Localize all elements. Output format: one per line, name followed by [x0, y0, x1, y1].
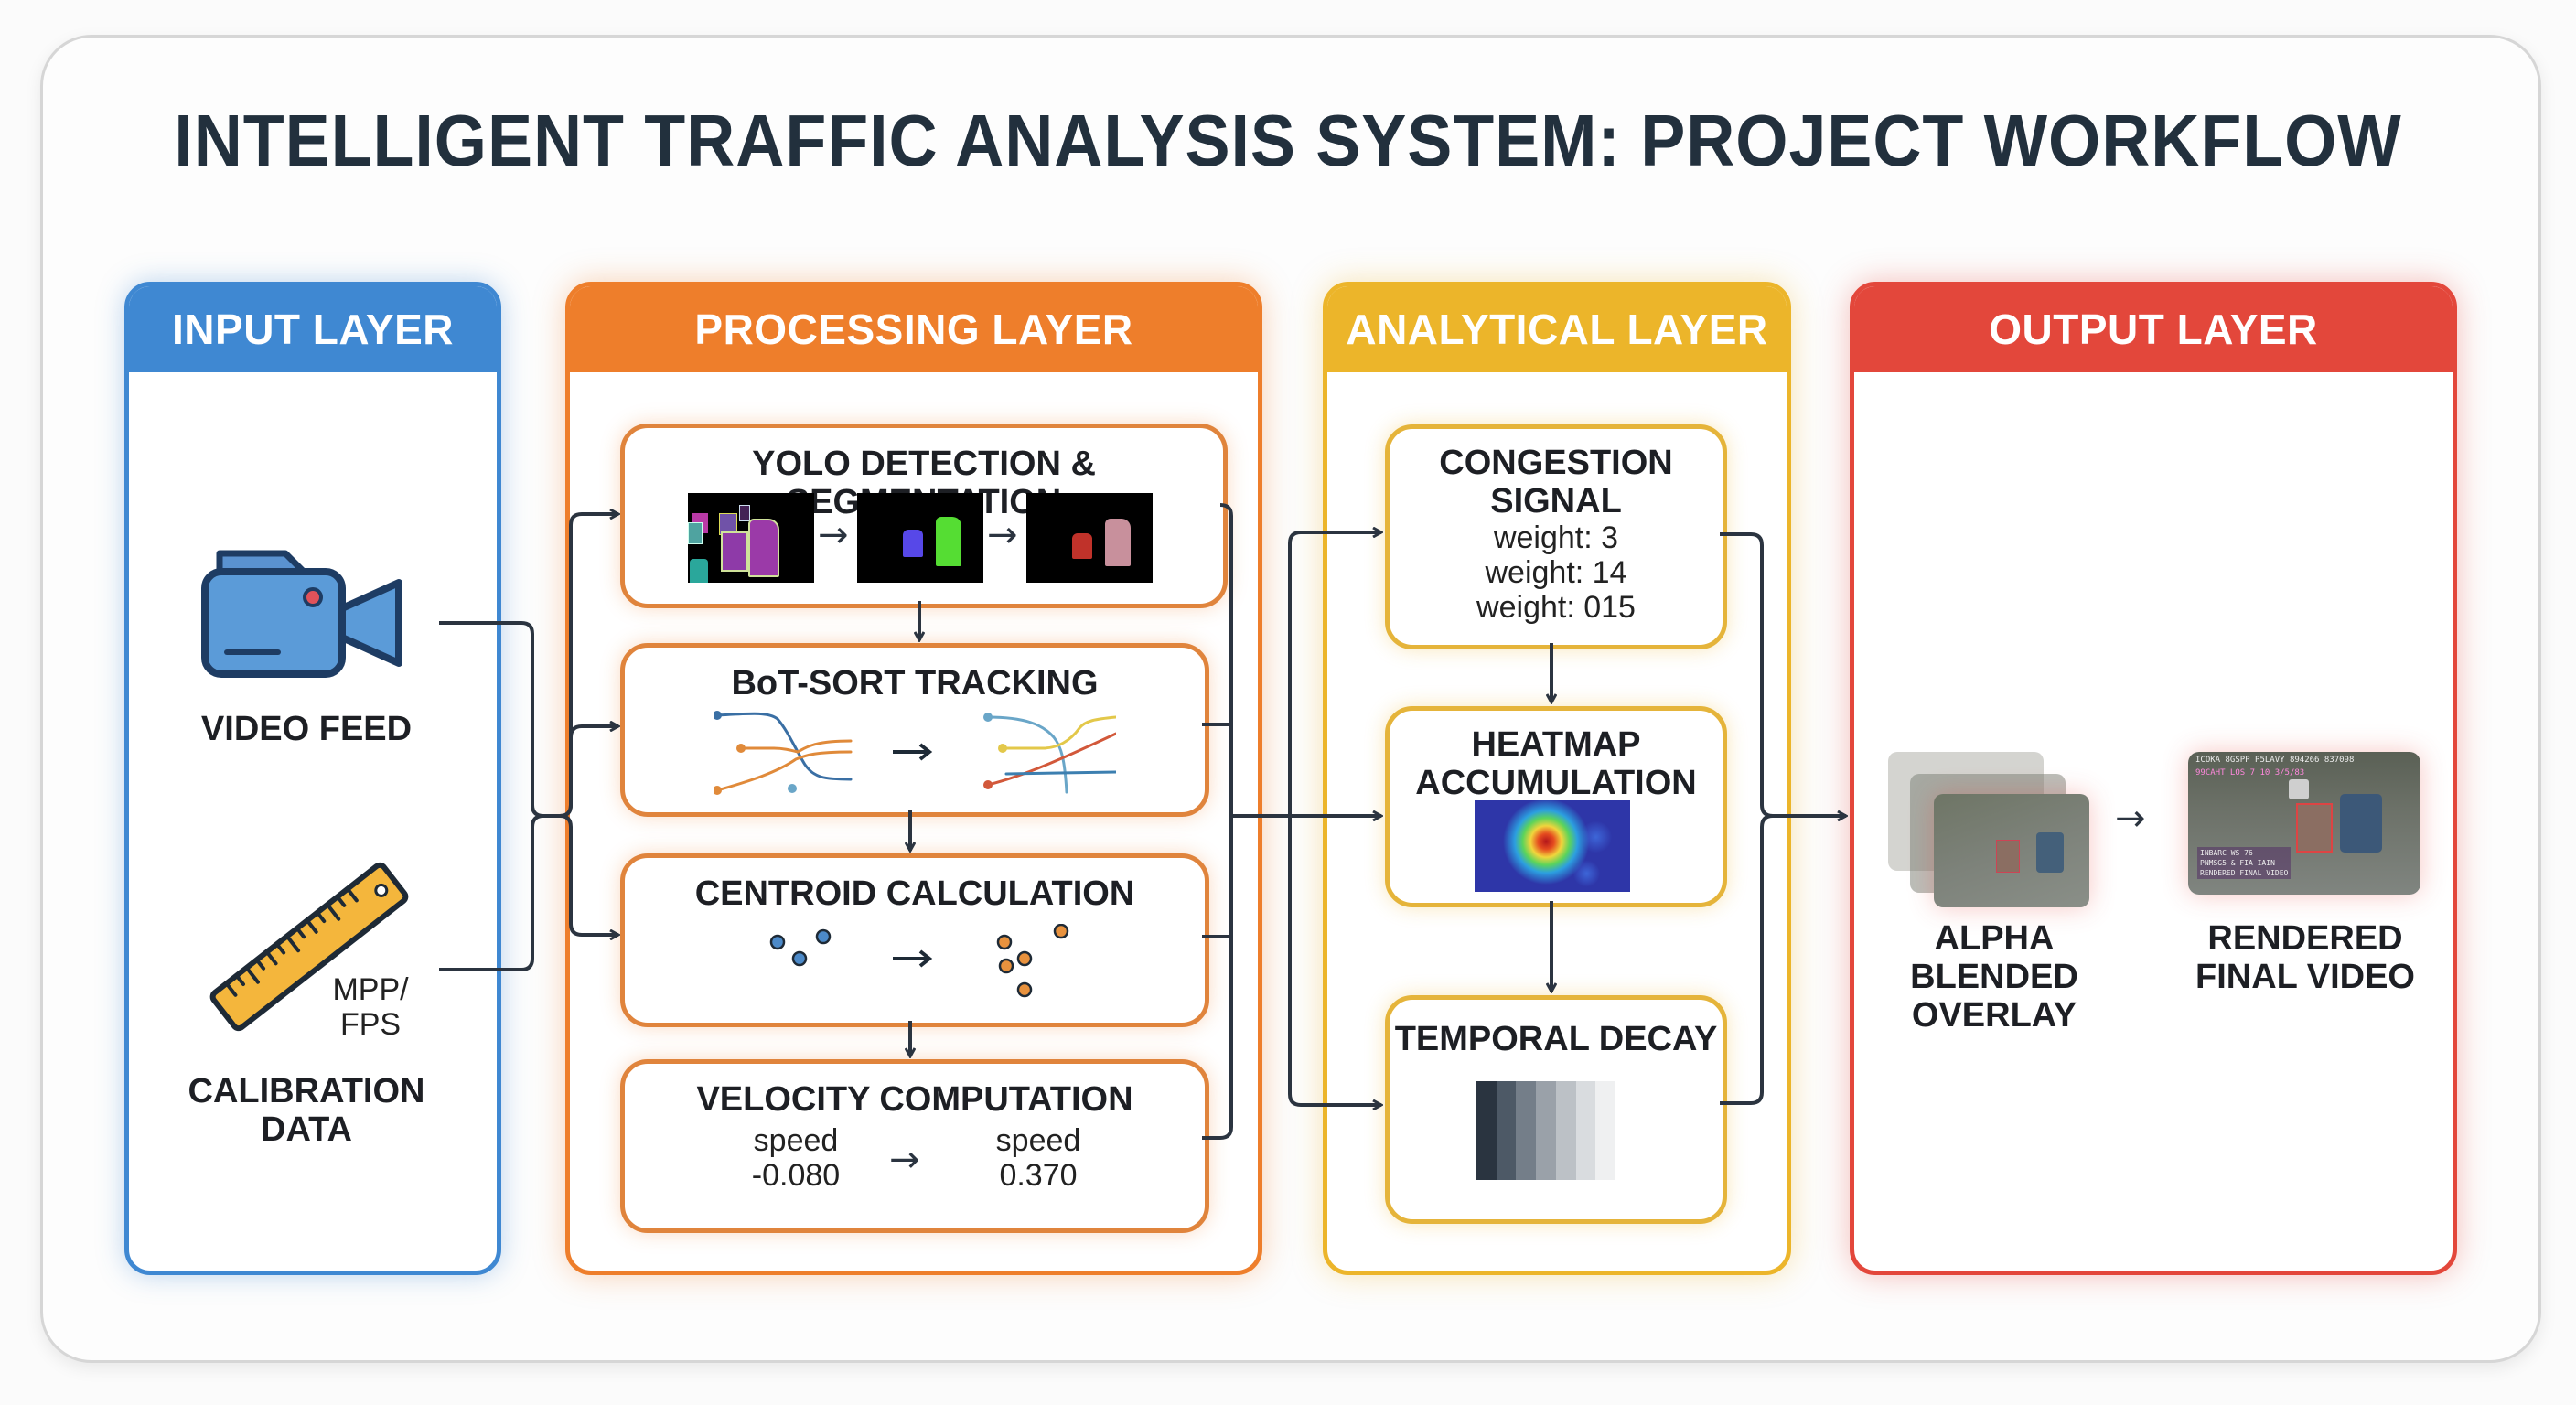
congestion-weights: weight: 3 weight: 14 weight: 015: [1390, 520, 1723, 625]
botsort-tracking-title: BoT-SORT TRACKING: [731, 664, 1099, 702]
calibration-data-label: CALIBRATION DATA: [146, 1072, 467, 1149]
overlay-label-line3: OVERLAY: [1911, 996, 2077, 1035]
decay-swatch: [1595, 1081, 1616, 1180]
heatmap-accumulation-title: HEATMAP ACCUMULATION: [1390, 725, 1723, 802]
input-layer-header: INPUT LAYER: [129, 286, 497, 372]
mpp-label: MPP/: [332, 972, 409, 1007]
weight-value: weight: 015: [1476, 590, 1636, 625]
hud-bottom-line1: INBARC WS 76: [2200, 849, 2253, 857]
input-layer-panel: INPUT LAYER: [124, 282, 501, 1275]
yolo-arrow-1-icon: →: [818, 514, 849, 556]
weight-value: weight: 14: [1485, 555, 1627, 590]
mpp-fps-annotation: MPP/ FPS: [320, 972, 421, 1042]
velocity-computation-box: VELOCITY COMPUTATION: [620, 1059, 1209, 1233]
analytical-layer-header: ANALYTICAL LAYER: [1327, 286, 1787, 372]
velocity-from-value: -0.080: [751, 1158, 841, 1193]
processing-layer-header: PROCESSING LAYER: [570, 286, 1258, 372]
temporal-decay-title: TEMPORAL DECAY: [1394, 1020, 1718, 1058]
output-arrow-icon: →: [2115, 798, 2146, 840]
hud-bottom-text: INBARC WS 76 PNMSG5 & FIA IAIN RENDERED …: [2197, 847, 2292, 879]
velocity-arrow-icon: →: [889, 1139, 920, 1181]
video-camera-icon: [201, 550, 402, 678]
congestion-signal-title: CONGESTION SIGNAL: [1390, 444, 1723, 520]
tracking-trajectories-icon: [714, 711, 1116, 795]
heatmap-title-line1: HEATMAP: [1471, 725, 1641, 764]
decay-swatch: [1555, 1081, 1576, 1180]
decay-swatch: [1516, 1081, 1537, 1180]
diagram-title: INTELLIGENT TRAFFIC ANALYSIS SYSTEM: PRO…: [174, 100, 2402, 181]
calibration-label-line1: CALIBRATION: [188, 1072, 425, 1110]
congestion-title-line2: SIGNAL: [1490, 482, 1622, 520]
overlay-label-line2: BLENDED: [1910, 958, 2078, 996]
hud-bottom-line3: RENDERED FINAL VIDEO: [2200, 869, 2289, 877]
segmentation-thumbnail: [857, 493, 983, 583]
overlay-label-line1: ALPHA: [1934, 919, 2055, 958]
hud-top-text: ICOKA 8GSPP P5LAVY 894266 837098: [2195, 756, 2355, 765]
rendered-final-video-label: RENDERED FINAL VIDEO: [2177, 919, 2433, 996]
heatmap-image: [1475, 800, 1630, 892]
heatmap-title-line2: ACCUMULATION: [1415, 764, 1697, 802]
temporal-decay-box: TEMPORAL DECAY: [1385, 995, 1727, 1224]
hud-bottom-line2: PNMSG5 & FIA IAIN: [2200, 859, 2275, 867]
velocity-computation-title: VELOCITY COMPUTATION: [696, 1080, 1133, 1119]
output-layer-header: OUTPUT LAYER: [1854, 286, 2453, 372]
alpha-blended-overlay-label: ALPHA BLENDED OVERLAY: [1866, 919, 2122, 1035]
velocity-to: speed 0.370: [970, 1123, 1107, 1193]
mask-thumbnail: [1026, 493, 1153, 583]
velocity-to-label: speed: [995, 1123, 1081, 1158]
calibration-label-line2: DATA: [261, 1110, 352, 1149]
rendered-final-video-image: ICOKA 8GSPP P5LAVY 894266 837098 99CAHT …: [2188, 752, 2420, 895]
weight-value: weight: 3: [1493, 520, 1619, 555]
temporal-decay-gradient: [1476, 1081, 1616, 1180]
centroid-calculation-title: CENTROID CALCULATION: [694, 874, 1135, 913]
congestion-title-line1: CONGESTION: [1439, 444, 1673, 482]
final-label-line2: FINAL VIDEO: [2195, 958, 2415, 996]
decay-swatch: [1536, 1081, 1556, 1180]
yolo-arrow-2-icon: →: [987, 514, 1018, 556]
hud-sub-text: 99CAHT LOS 7 10 3/5/83: [2195, 768, 2305, 778]
centroid-points-icon: [769, 924, 1069, 998]
velocity-from: speed -0.080: [723, 1123, 869, 1193]
alpha-overlay-image: [1888, 752, 2098, 907]
decay-swatch: [1575, 1081, 1596, 1180]
centroid-calculation-box: CENTROID CALCULATION: [620, 853, 1209, 1027]
velocity-to-value: 0.370: [999, 1158, 1078, 1193]
ruler-icon: [209, 862, 409, 1032]
video-feed-label: VIDEO FEED: [200, 710, 413, 748]
decay-swatch: [1496, 1081, 1517, 1180]
detection-thumbnail: [688, 493, 814, 583]
velocity-from-label: speed: [753, 1123, 839, 1158]
decay-swatch: [1476, 1081, 1497, 1180]
fps-label: FPS: [339, 1007, 402, 1042]
final-label-line1: RENDERED: [2207, 919, 2403, 958]
congestion-signal-box: CONGESTION SIGNAL weight: 3 weight: 14 w…: [1385, 424, 1727, 649]
